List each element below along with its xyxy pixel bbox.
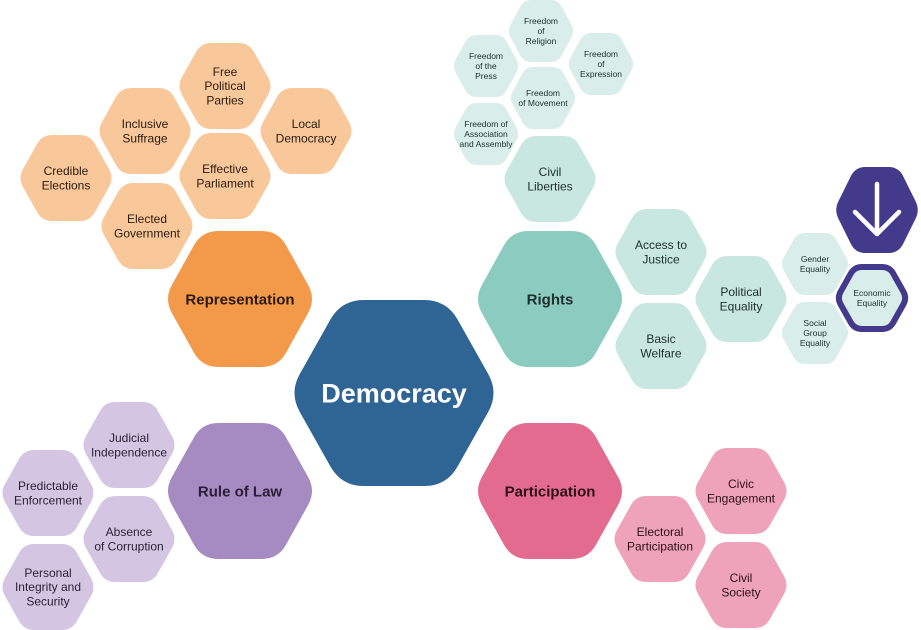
hex-label: Rights <box>527 291 574 308</box>
hex-shape <box>568 33 634 95</box>
hex-shape <box>168 231 312 367</box>
hex-shape <box>83 496 175 582</box>
hex-shape <box>260 88 352 174</box>
hex-shape <box>695 448 787 534</box>
hex-rule-of-law[interactable]: Rule of Law <box>168 423 312 559</box>
hex-shape <box>695 256 787 342</box>
hex-label: Representation <box>185 291 294 308</box>
hex-shape <box>20 135 112 221</box>
hex-shape <box>510 67 576 129</box>
hex-shape <box>2 450 94 536</box>
hex-shape <box>478 231 622 367</box>
hex-label: Rule of Law <box>198 483 283 500</box>
hex-shape <box>504 136 596 222</box>
hex-rights[interactable]: Rights <box>478 231 622 367</box>
hex-shape <box>453 103 519 165</box>
arrow-down-icon[interactable] <box>836 167 918 253</box>
hex-shape <box>478 423 622 559</box>
hex-shape <box>101 183 193 269</box>
hex-shape <box>781 302 849 364</box>
hex-label: Participation <box>505 483 596 500</box>
hex-shape <box>695 542 787 628</box>
hex-democracy[interactable]: Democracy <box>294 300 494 486</box>
hex-shape <box>508 0 574 62</box>
arrow-down-glyph <box>852 181 902 237</box>
hex-shape <box>615 209 707 295</box>
hex-shape <box>2 544 94 630</box>
hex-shape <box>179 133 271 219</box>
hex-shape <box>179 43 271 129</box>
hex-representation[interactable]: Representation <box>168 231 312 367</box>
hex-shape <box>781 233 849 295</box>
hex-shape <box>99 88 191 174</box>
hex-shape <box>453 35 519 97</box>
hex-label: Democracy <box>321 378 467 408</box>
hex-participation[interactable]: Participation <box>478 423 622 559</box>
hex-shape <box>615 303 707 389</box>
hex-shape <box>83 402 175 488</box>
hex-shape <box>835 264 909 332</box>
hex-shape <box>614 496 706 582</box>
hex-shape <box>168 423 312 559</box>
hex-shape <box>294 300 494 486</box>
